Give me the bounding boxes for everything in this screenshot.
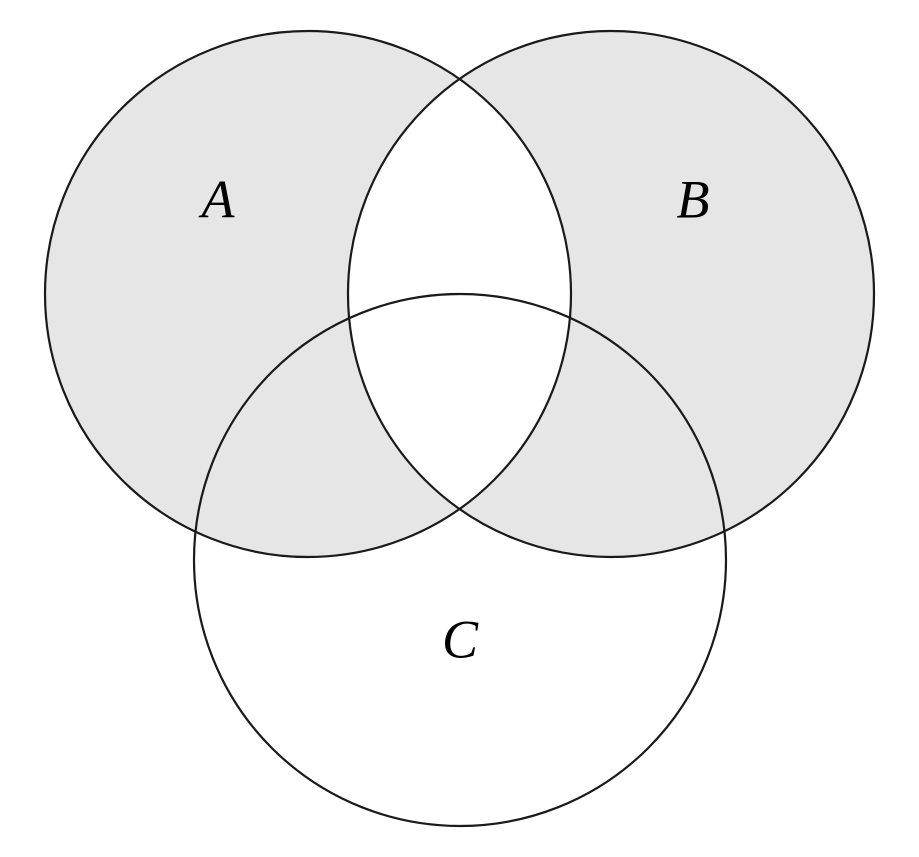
circle-outline-a[interactable]	[43, 29, 573, 559]
set-label-c: C	[442, 609, 479, 669]
set-label-b: B	[677, 169, 710, 229]
set-label-a: A	[199, 169, 236, 229]
circle-outline-b[interactable]	[346, 29, 876, 559]
circle-outline-c[interactable]	[192, 292, 728, 828]
